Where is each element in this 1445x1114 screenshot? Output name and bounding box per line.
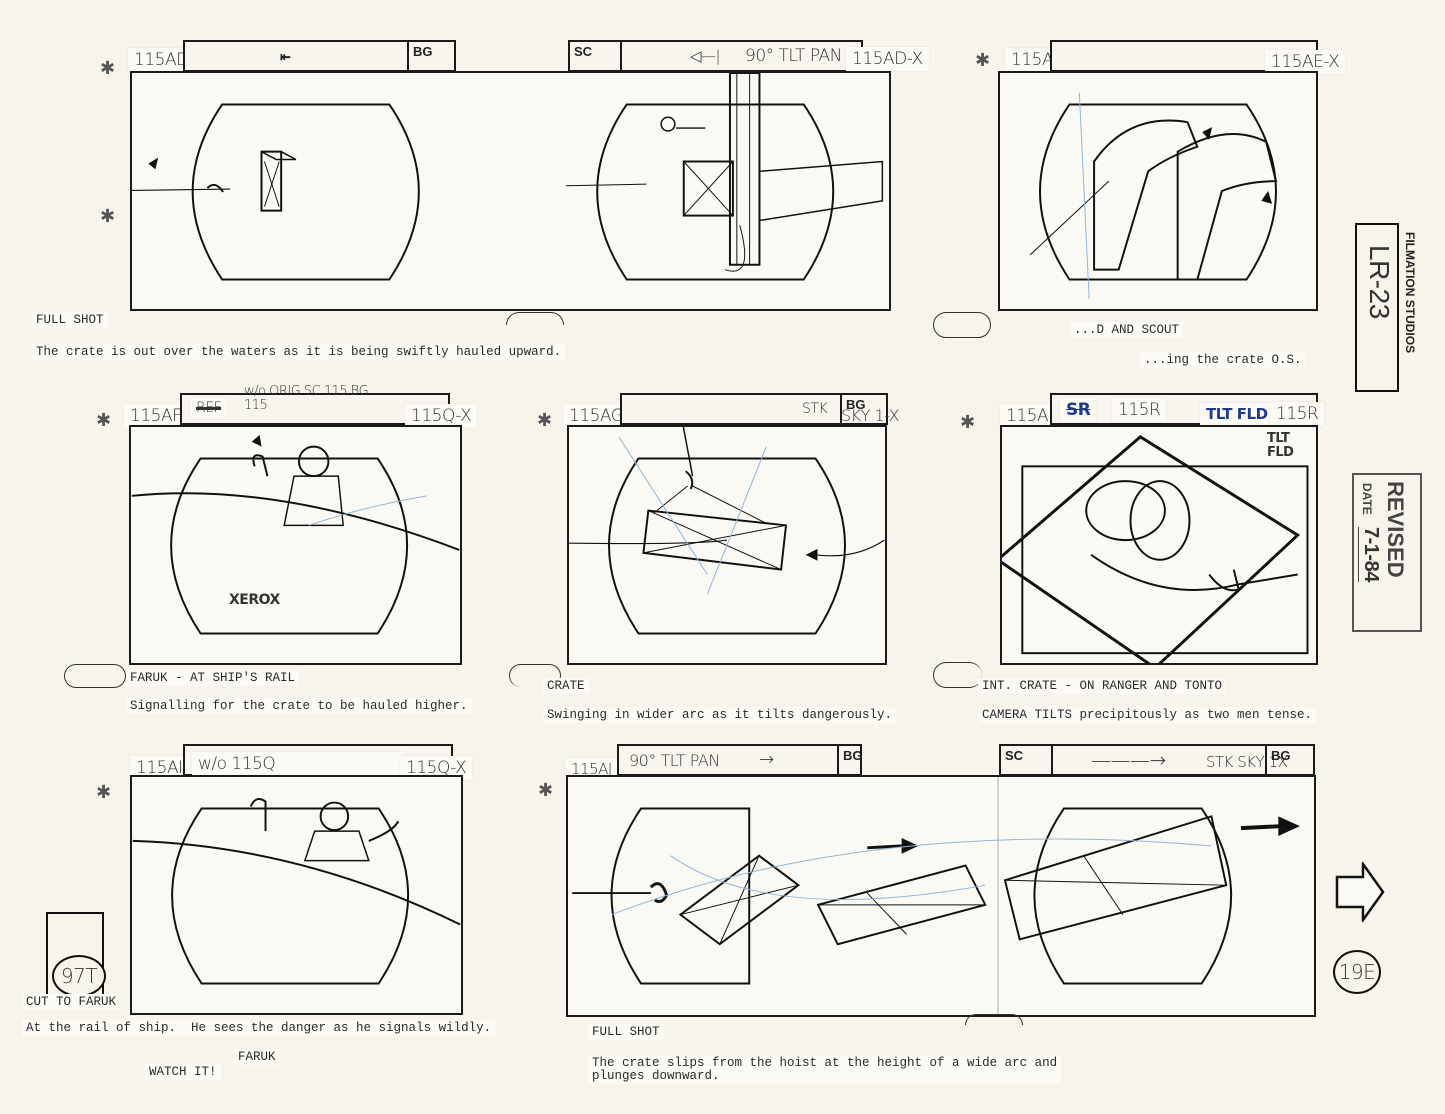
crossed-note: REF [190,398,228,418]
shot-description: ...ing the crate O.S. [1140,352,1306,368]
panel-drawing [566,73,884,281]
header-note: 115R [1112,398,1167,422]
scene-tag-start: 115AJ [565,758,618,780]
revision-star: ✱ [96,782,112,803]
dialogue-character: FARUK [234,1049,280,1065]
shot-description: CAMERA TILTS precipitously as two men te… [978,707,1317,723]
panel-drawing [1029,92,1278,300]
revised-date: 7-1-84 [1358,527,1382,582]
panel-bracket [506,312,564,325]
camera-note: TLT FLD [1200,403,1274,425]
shot-description: Signalling for the crate to be hauled hi… [126,698,472,714]
panel-drawing [569,427,885,635]
panel-header-bar: STK BG [620,393,888,425]
continue-arrow-icon[interactable] [1335,860,1385,924]
shot-label: FULL SHOT [32,312,108,328]
panel-drawing [572,777,1300,1015]
panel-bracket [965,1014,1023,1025]
bg-label: BG [407,42,456,70]
shot-label: CRATE [543,678,589,694]
scene-marker: 97T [52,955,106,997]
storyboard-panel [567,425,887,665]
panel-bracket [933,312,991,338]
scene-tag-start: 115AI [130,756,189,780]
bg-label: BG [1265,746,1317,774]
shot-description: The crate slips from the hoist at the he… [588,1056,1062,1084]
bg-label: BG [840,395,890,423]
sc-label: SC [570,42,622,70]
panel-header-bar: SC ◁—| 90° TLT PAN [568,40,863,72]
revision-star: ✱ [960,412,976,433]
scene-tag-end: 115Q-X [405,404,478,428]
header-note: w/o 115Q [192,752,404,776]
revision-star: ✱ [538,780,554,801]
pan-arrow-icon: ◁—| [690,47,721,65]
crossed-ref: REF [196,400,222,416]
revision-star: ✱ [100,206,116,227]
revision-star: ✱ [96,410,112,431]
panel-drawing [1002,435,1309,663]
shot-description: At the rail of ship. He sees the danger … [22,1020,496,1036]
sheet-code-box: LR-23 [1355,223,1399,392]
xerox-note: XEROX [229,592,280,608]
dialogue-line: WATCH IT! [145,1064,221,1080]
revision-star: ✱ [100,58,116,79]
storyboard-panel [566,71,891,311]
studio-name: FILMATION STUDIOS [1403,232,1417,354]
panel-header-bar: ⇤ BG [183,40,456,72]
pan-arrow-right-icon: ———→ [1091,748,1166,772]
shot-label: CUT TO FARUK [22,994,121,1010]
panel-drawing [131,434,460,635]
shot-description: The crate is out over the waters as it i… [32,344,566,360]
shot-label: FARUK - AT SHIP'S RAIL [126,670,300,686]
storyboard-panel: XEROX [129,425,462,665]
shot-label: ...D AND SCOUT [1070,322,1184,338]
stock-note: STK [802,401,828,417]
revised-stamp: REVISED DATE 7-1-84 [1352,473,1422,632]
tilt-field-note: TLT FLD [1267,431,1294,460]
shot-label: FULL SHOT [588,1024,664,1040]
bg-note: SKY 1-X [841,406,900,425]
panel-header-bar: 90° TLT PAN → BG [617,744,864,776]
crossed-sr: SR [1066,400,1091,420]
camera-note: 90° TLT PAN [745,46,842,66]
panel-bracket [509,664,561,687]
sheet-code: LR-23 [1364,245,1395,319]
revision-star: ✱ [975,50,991,71]
storyboard-panel [566,775,1316,1017]
shot-description: Swinging in wider arc as it tilts danger… [543,707,897,723]
hold-arrow-left-icon: ⇤ [280,48,291,68]
header-note: w/o ORIG SC 115 BG 115 [244,384,369,413]
scene-tag-end: 115R [1270,402,1325,426]
panel-drawing [132,103,420,281]
shot-label: INT. CRATE - ON RANGER AND TONTO [978,678,1227,694]
panel-bracket [64,664,126,688]
bg-note: STK SKY 1X [1206,753,1288,771]
storyboard-panel: TLT FLD [1000,425,1318,665]
panel-bracket [933,662,982,688]
pan-arrow-right-icon: → [759,749,774,770]
page-number: 19E [1333,950,1381,994]
scene-tag-start: 115AG [563,404,630,428]
storyboard-panel [998,71,1318,311]
revision-star: ✱ [537,410,553,431]
storyboard-panel [130,775,463,1015]
sc-label: SC [1001,746,1053,774]
bg-label: BG [837,746,864,774]
date-label: DATE [1360,483,1374,515]
scene-tag-end: 115AE-X [1265,50,1346,74]
panel-drawing [132,798,461,985]
scene-tag-end: 115AD-X [846,47,929,71]
camera-note: 90° TLT PAN [629,751,720,770]
panel-header-bar: SC ———→ STK SKY 1X BG [999,744,1315,776]
storyboard-panel [130,71,570,311]
revised-label: REVISED [1383,481,1408,578]
scene-tag-start: 115AF [124,404,188,428]
crossed-note: SR [1060,398,1097,422]
